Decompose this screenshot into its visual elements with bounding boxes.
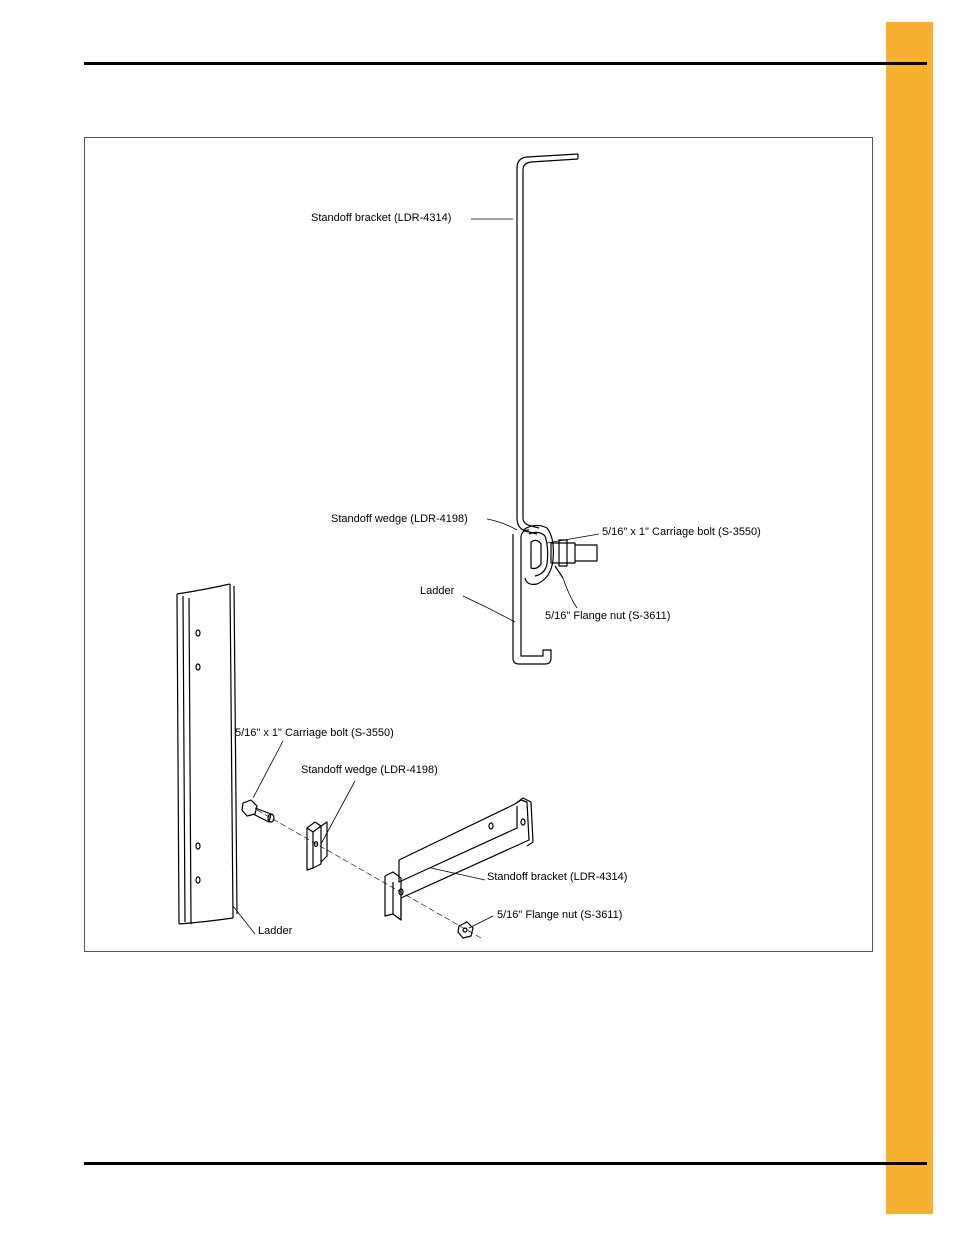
callout-carriage-bolt-top: 5/16" x 1" Carriage bolt (S-3550) [602,526,761,539]
callout-flange-nut-exploded: 5/16" Flange nut (S-3611) [497,909,622,922]
assembly-drawing [85,138,874,953]
carriage-bolt-exploded [242,800,274,822]
standoff-bracket-exploded [385,798,533,920]
carriage-bolt-top-view [551,540,597,566]
section-side-tab [886,22,933,1214]
callout-ladder-exploded: Ladder [258,925,292,938]
callout-standoff-bracket-top: Standoff bracket (LDR-4314) [311,212,451,225]
footer-rule [84,1162,927,1165]
callout-flange-nut-top: 5/16" Flange nut (S-3611) [545,610,670,623]
callout-standoff-bracket-exploded: Standoff bracket (LDR-4314) [487,871,627,884]
flange-nut-top-view [555,566,563,578]
flange-nut-exploded [458,922,473,938]
callout-ladder-top: Ladder [420,585,454,598]
standoff-wedge-exploded [307,822,327,870]
callout-standoff-wedge-exploded: Standoff wedge (LDR-4198) [301,764,438,777]
standoff-bracket-top-view [517,154,578,518]
ladder-top-view [513,530,551,664]
callout-carriage-bolt-exploded: 5/16" x 1" Carriage bolt (S-3550) [235,727,394,740]
ladder-rail-exploded [177,584,237,924]
standoff-wedge-top-view [517,518,553,584]
header-rule [84,62,927,65]
callout-standoff-wedge-top: Standoff wedge (LDR-4198) [331,513,468,526]
ladder-standoff-figure: Standoff bracket (LDR-4314) Standoff wed… [84,137,873,952]
